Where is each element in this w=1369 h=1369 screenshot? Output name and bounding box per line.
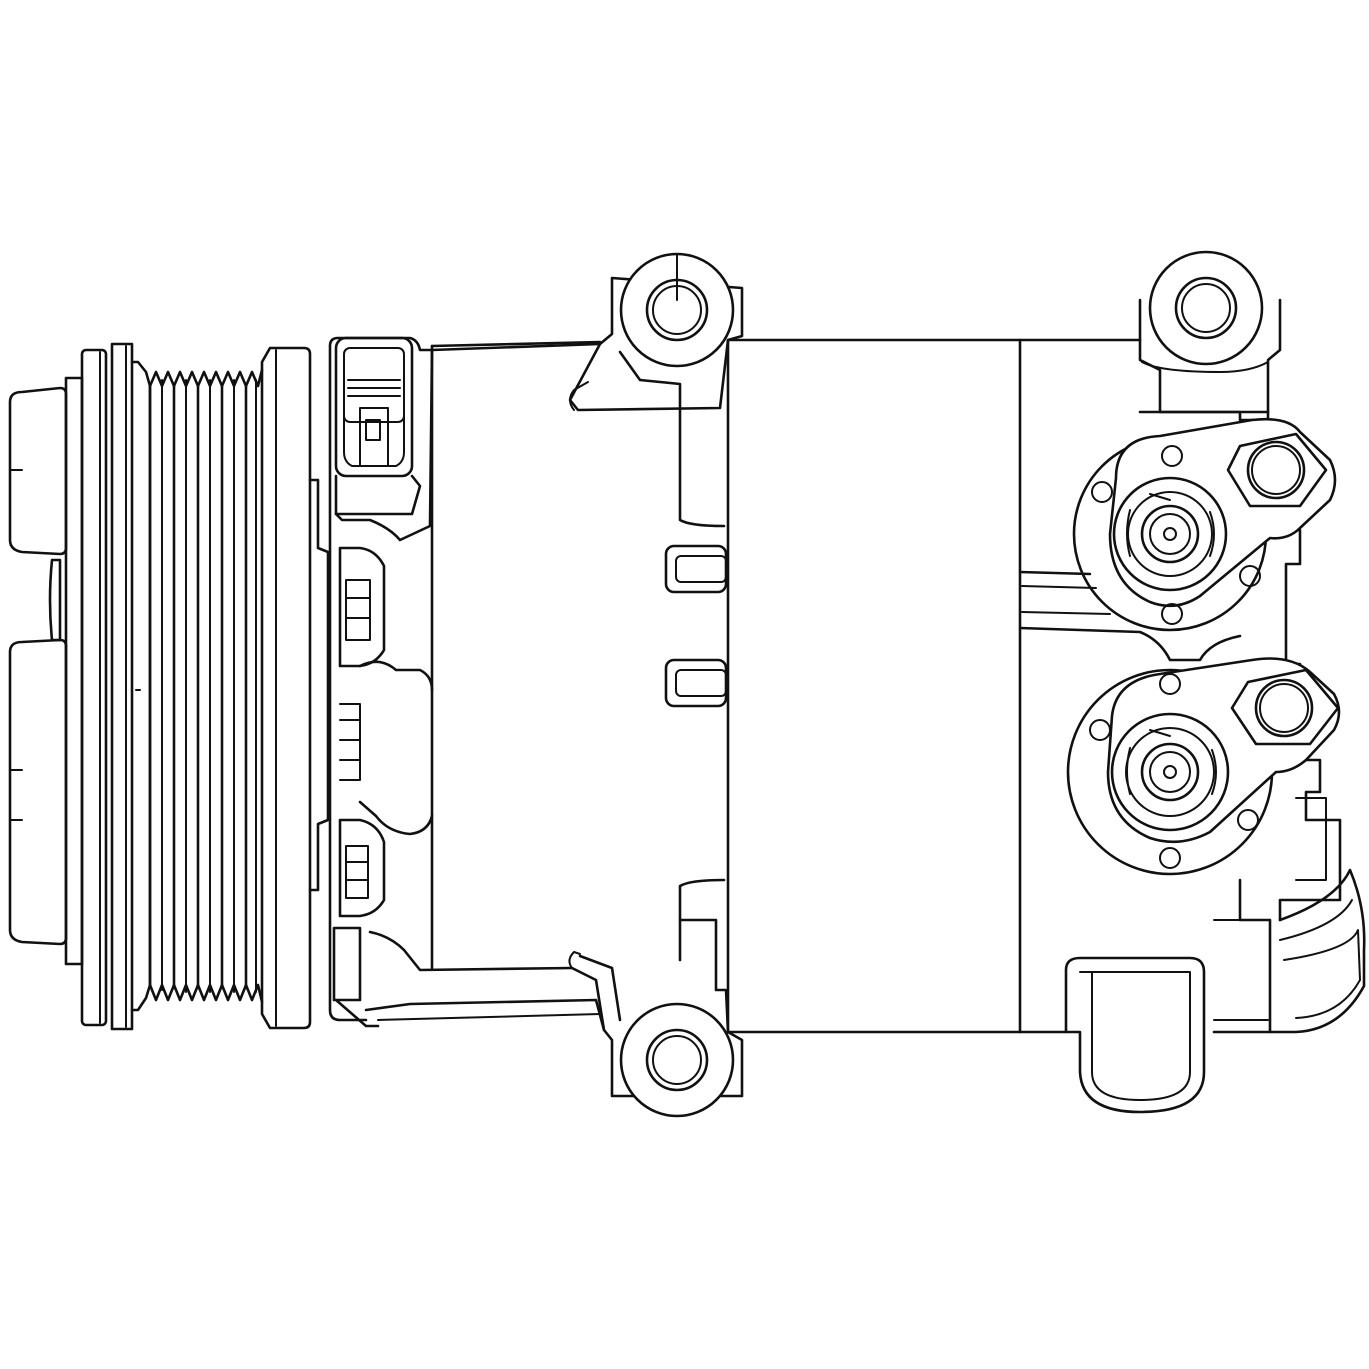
hub-tab-upper <box>48 558 62 642</box>
front-housing <box>308 336 606 1032</box>
front-housing-outline <box>328 336 602 1022</box>
pulley-body-edge <box>110 342 134 1031</box>
main-body <box>430 338 1142 1034</box>
hub-plate <box>64 376 84 966</box>
body-slot-upper-inner <box>675 555 727 583</box>
ear-boss <box>1148 250 1264 366</box>
mounting-ear-top-front <box>568 252 744 412</box>
port-upper <box>1072 417 1337 632</box>
hub-block-lower <box>8 638 68 946</box>
housing-lug-lower-inner <box>345 845 369 899</box>
rear-head <box>1018 410 1366 1034</box>
rear-head-midband <box>1018 570 1242 662</box>
hub-step-lines <box>9 469 23 821</box>
port-lower <box>1066 657 1341 876</box>
body-center-cylinder <box>726 338 1022 1034</box>
pulley-ribs-bottom <box>148 983 264 1004</box>
housing-side-bracket <box>334 348 434 542</box>
housing-lug-upper-inner <box>345 579 371 641</box>
rear-head-outline <box>1138 410 1270 422</box>
housing-center-inner <box>339 703 361 781</box>
pulley-front-ring <box>80 348 108 1027</box>
electrical-connector <box>334 336 422 516</box>
pulley-rear-flange <box>260 346 312 1030</box>
housing-center-boss <box>358 660 434 836</box>
mounting-ear-bottom-front <box>568 918 744 1118</box>
body-divider <box>678 406 726 962</box>
rear-fitting <box>1212 758 1366 1034</box>
rear-port-block <box>1064 956 1206 1114</box>
ear-boss <box>619 1002 735 1118</box>
bolt-hole <box>645 1028 709 1092</box>
mounting-ear-top-rear <box>1138 250 1282 414</box>
mounting-ear-bottom-rear <box>1064 956 1206 1114</box>
body-slot-lower-inner <box>675 669 727 697</box>
housing-lower-fitting <box>332 926 380 1028</box>
rear-head-right <box>1278 528 1302 666</box>
housing-lower-base-inner <box>377 1013 601 1021</box>
collar <box>308 478 330 892</box>
housing-lower-edge <box>368 930 574 972</box>
body-upper-edge <box>430 340 602 348</box>
clutch-pulley <box>8 342 312 1031</box>
pulley-grooves <box>130 360 257 1012</box>
bolt-hole <box>1174 276 1238 340</box>
housing-lug-lower <box>338 818 386 918</box>
pulley-ribs-top <box>148 368 264 388</box>
